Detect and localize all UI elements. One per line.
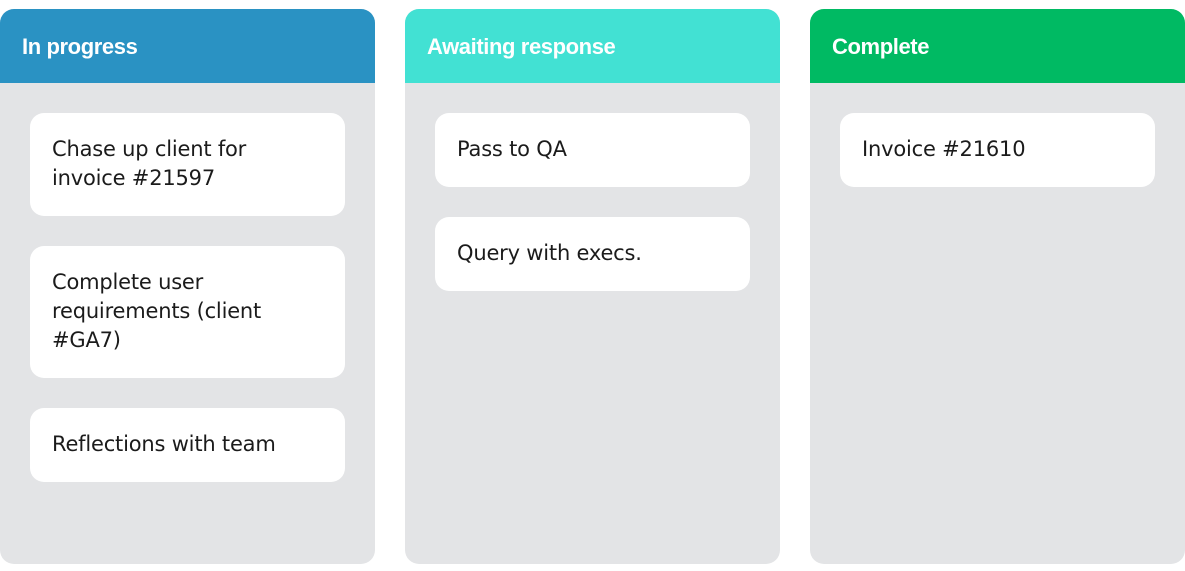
task-card[interactable]: Reflections with team <box>30 408 345 482</box>
column-header: In progress <box>0 9 375 83</box>
task-card-text: Pass to QA <box>457 137 567 161</box>
task-card[interactable]: Query with execs. <box>435 217 750 291</box>
column-complete: Complete Invoice #21610 <box>810 9 1185 564</box>
task-card[interactable]: Chase up client for invoice #21597 <box>30 113 345 216</box>
column-header: Awaiting response <box>405 9 780 83</box>
task-card-text: Chase up client for invoice #21597 <box>52 137 247 190</box>
column-title: In progress <box>22 34 138 59</box>
column-in-progress: In progress Chase up client for invoice … <box>0 9 375 564</box>
column-title: Complete <box>832 34 930 59</box>
task-card-text: Query with execs. <box>457 241 642 265</box>
task-card[interactable]: Complete user requirements (client #GA7) <box>30 246 345 378</box>
column-header: Complete <box>810 9 1185 83</box>
task-card[interactable]: Invoice #21610 <box>840 113 1155 187</box>
task-card-text: Complete user requirements (client #GA7) <box>52 270 262 352</box>
column-awaiting-response: Awaiting response Pass to QA Query with … <box>405 9 780 564</box>
column-title: Awaiting response <box>427 34 616 59</box>
task-card[interactable]: Pass to QA <box>435 113 750 187</box>
task-card-text: Reflections with team <box>52 432 276 456</box>
task-card-text: Invoice #21610 <box>862 137 1026 161</box>
